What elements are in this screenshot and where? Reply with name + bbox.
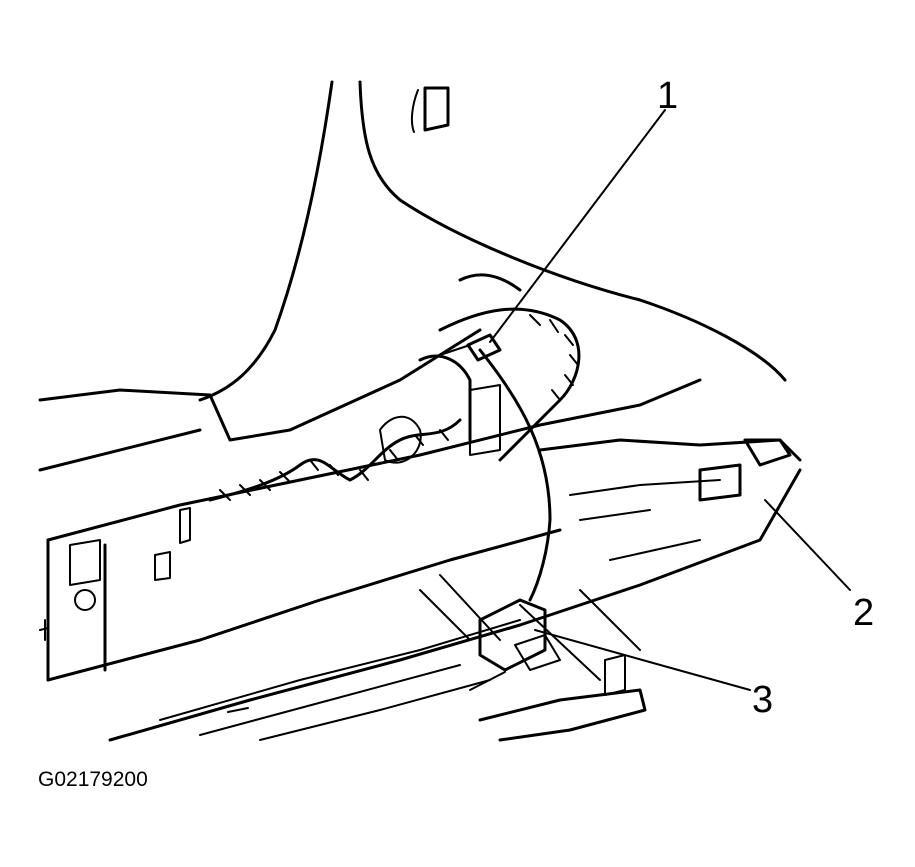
lead-wire [478, 348, 552, 602]
floor-pan [38, 328, 702, 682]
clip-part-1 [439, 333, 502, 362]
leader-line-1 [489, 109, 666, 343]
callout-3: 3 [752, 679, 773, 721]
wiring-harness [208, 273, 581, 502]
leader-line-2 [764, 499, 851, 591]
leader-lines [489, 109, 851, 691]
body-pillar [198, 80, 787, 402]
figure-id: G02179200 [38, 768, 148, 791]
leader-line-3 [534, 629, 751, 691]
seat-track-assembly [108, 438, 802, 742]
connector-part-3 [469, 598, 561, 691]
callout-2: 2 [853, 592, 874, 634]
callout-1: 1 [657, 75, 678, 117]
